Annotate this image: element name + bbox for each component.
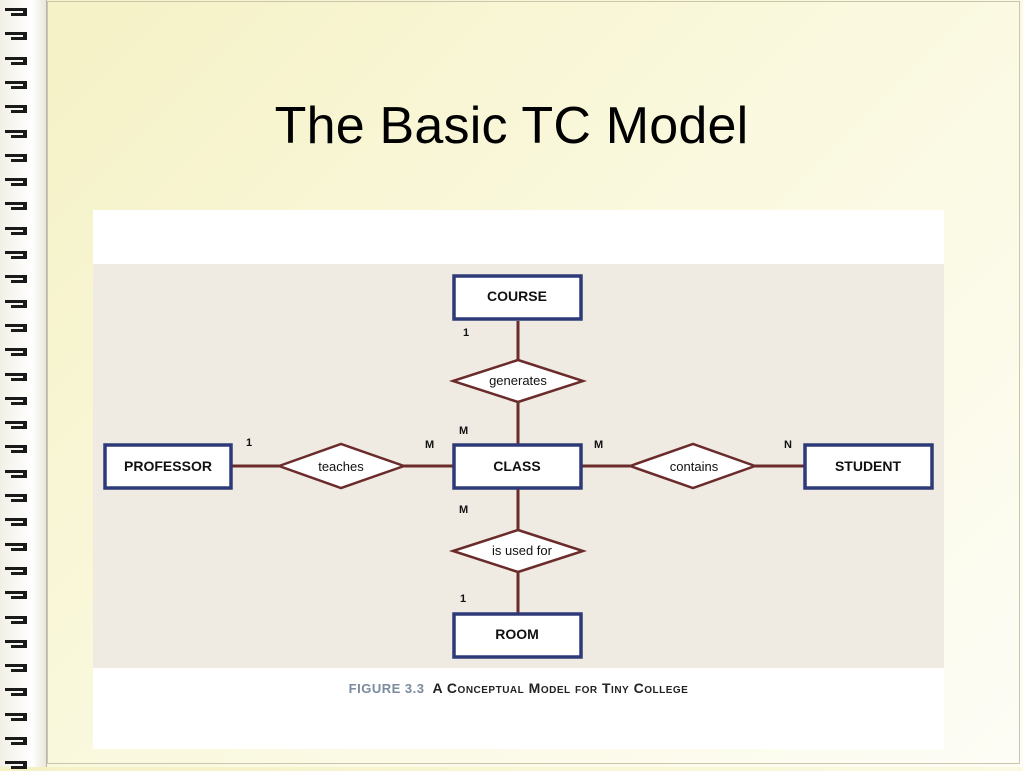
relationship-teaches-diamond [275,442,408,490]
binding-ring [5,711,29,723]
relationship-contains-diamond [626,442,759,490]
binding-ring [5,468,29,480]
binding-ring [5,419,29,431]
cardinality-course: 1 [463,327,469,339]
binding-ring [5,395,29,407]
binding-ring [5,492,29,504]
cardinality-class-course: M [459,425,468,437]
relationship-isusedfor-label: is used for [492,543,553,558]
binding-ring [5,516,29,528]
cardinality-student: N [784,439,792,451]
binding-ring [5,225,29,237]
binding-ring [5,614,29,626]
binding-ring [5,200,29,212]
entity-course-box [452,274,583,321]
binding-ring [5,662,29,674]
entity-student-box [803,443,934,490]
binding-ring [5,638,29,650]
binding-ring [5,735,29,747]
binding-ring [5,128,29,140]
binding-ring [5,249,29,261]
cardinality-room: 1 [460,593,466,605]
binding-ring [5,6,29,18]
entity-room-label: ROOM [495,626,539,642]
entity-course-label: COURSE [487,288,547,304]
binding-ring [5,322,29,334]
relationship-isusedfor-diamond [448,528,588,574]
cardinality-class-student: M [594,439,603,451]
caption-text: A Conceptual Model for Tiny College [432,680,689,696]
binding-ring [5,541,29,553]
relationship-generates-label: generates [489,373,547,388]
entity-student-label: STUDENT [835,458,902,474]
binding-ring [5,686,29,698]
entity-professor-label: PROFESSOR [124,458,212,474]
binding-ring [5,565,29,577]
binding-ring [5,371,29,383]
spiral-binding [0,0,47,770]
er-figure: COURSE CLASS PROFESSOR STUDENT ROOM gene… [93,210,944,749]
binding-ring [5,55,29,67]
relationship-contains-label: contains [670,459,719,474]
binding-ring [5,346,29,358]
er-diagram: COURSE CLASS PROFESSOR STUDENT ROOM gene… [103,274,934,659]
cardinality-professor: 1 [246,437,252,449]
binding-ring [5,152,29,164]
entity-class-label: CLASS [493,458,540,474]
entity-professor-box [103,443,233,490]
entity-room-box [452,612,583,659]
binding-ring [5,103,29,115]
binding-ring [5,30,29,42]
binding-ring [5,79,29,91]
figure-caption: FIGURE 3.3 A Conceptual Model for Tiny Co… [93,680,944,696]
slide-title-text: The Basic TC Model [274,97,749,155]
binding-ring [5,273,29,285]
entity-class-box [452,443,583,490]
binding-ring [5,759,29,771]
binding-ring [5,176,29,188]
caption-number: FIGURE 3.3 [348,681,425,696]
binding-ring [5,589,29,601]
relationship-generates-diamond [448,358,588,404]
cardinality-class-room: M [459,504,468,516]
binding-ring [5,443,29,455]
cardinality-class-professor: M [425,439,434,451]
slide-title: The Basic TC Model [0,96,1023,156]
binding-ring [5,298,29,310]
relationship-teaches-label: teaches [318,459,364,474]
